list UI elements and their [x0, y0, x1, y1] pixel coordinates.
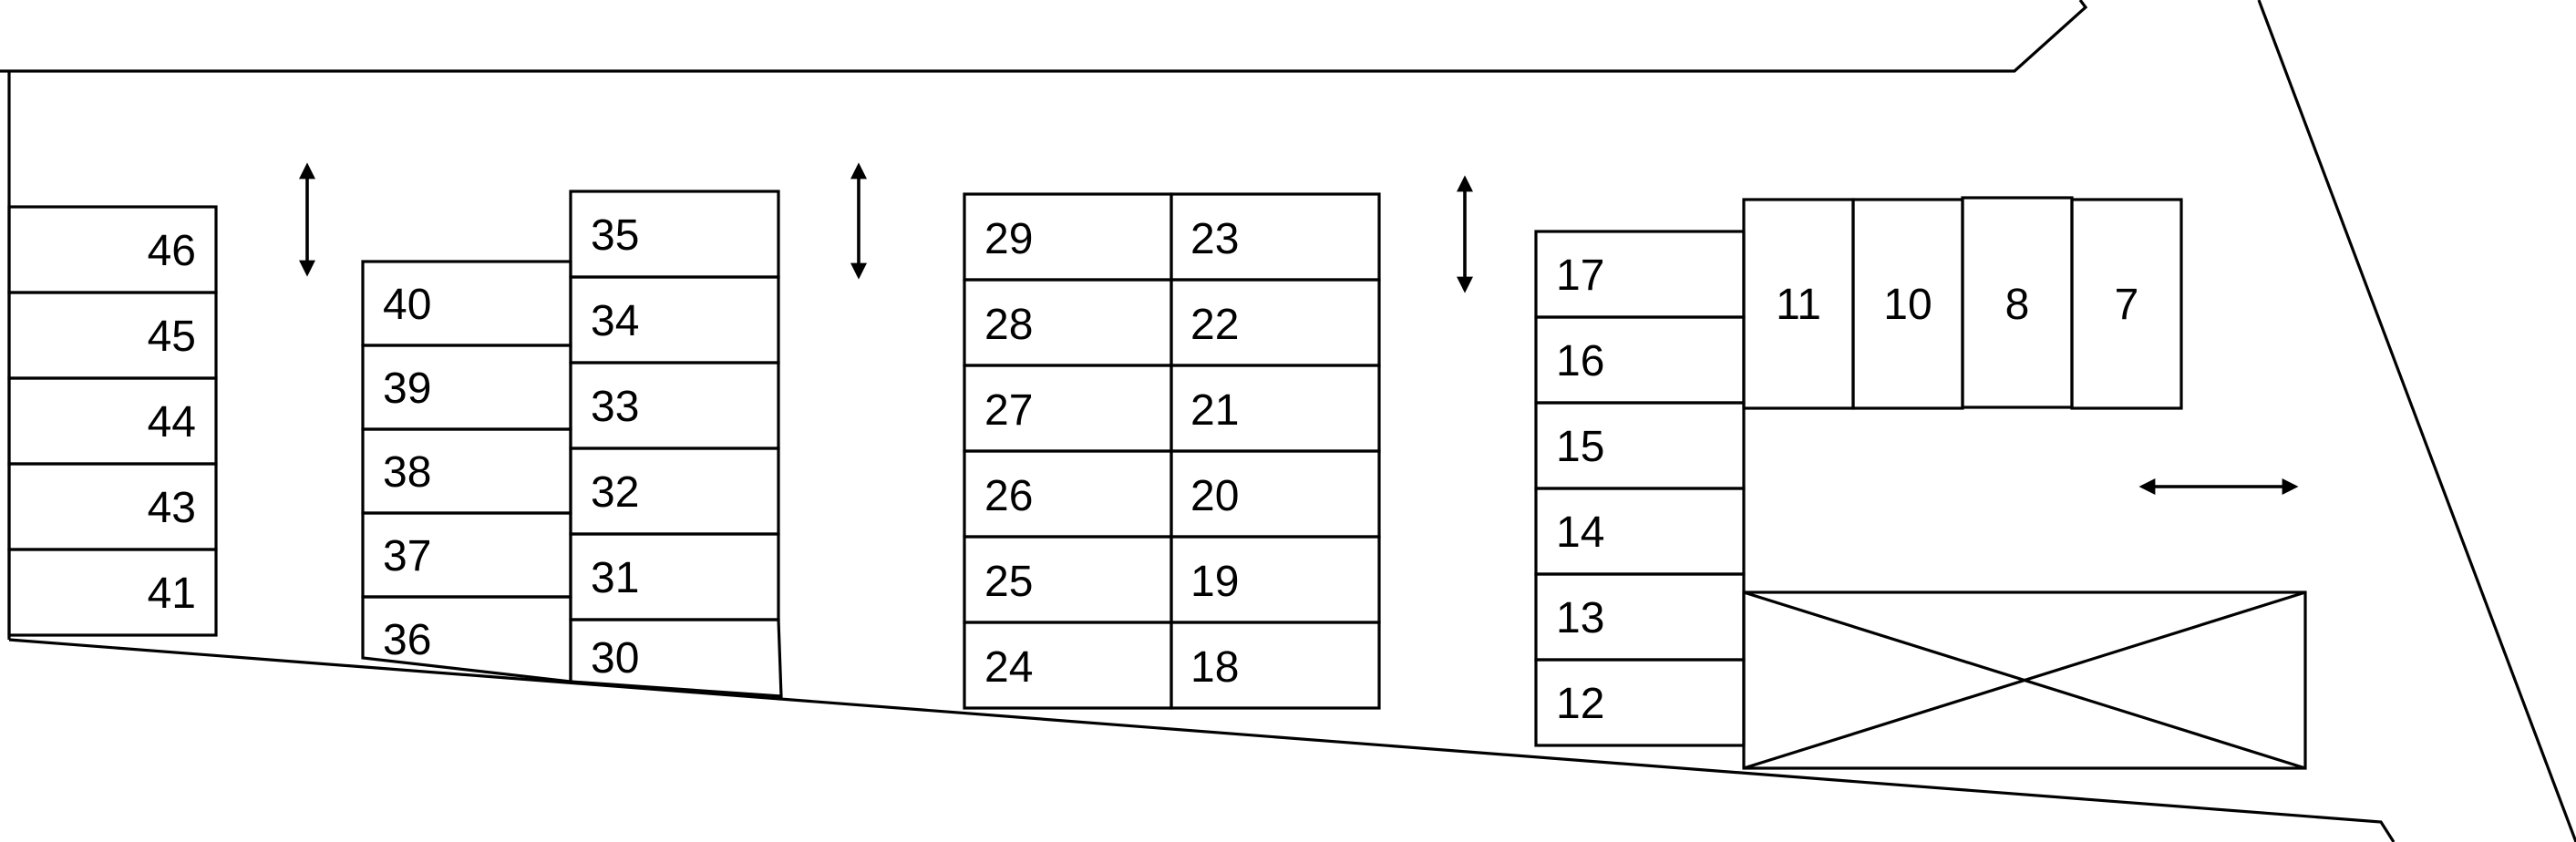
space-number: 25: [984, 558, 1033, 606]
space-column-17-12: 17 16 15 14 13 12: [1534, 230, 1746, 747]
parking-space: [569, 618, 783, 698]
parking-space: [7, 548, 218, 637]
space-number: 16: [1556, 337, 1604, 385]
space-number: 15: [1556, 423, 1604, 471]
space-number: 46: [148, 227, 196, 275]
space-number: 11: [1776, 281, 1821, 329]
space-number: 26: [984, 472, 1033, 520]
space-number: 21: [1190, 386, 1239, 435]
space-number: 37: [383, 532, 431, 580]
space-number: 30: [591, 634, 639, 683]
space-number: 12: [1556, 680, 1604, 728]
space-number: 8: [2005, 281, 2030, 329]
space-row-top-right: 11 10 8 7: [1742, 196, 2183, 410]
space-number: 18: [1190, 643, 1239, 692]
space-number: 13: [1556, 594, 1604, 642]
space-number: 28: [984, 301, 1033, 349]
space-column-40-36: 40 39 38 37 36: [361, 260, 572, 683]
space-number: 22: [1190, 301, 1239, 349]
space-number: 35: [591, 211, 639, 260]
space-number: 19: [1190, 558, 1239, 606]
space-number: 20: [1190, 472, 1239, 520]
space-number: 7: [2115, 281, 2139, 329]
space-number: 39: [383, 365, 431, 413]
space-number: 34: [591, 297, 639, 345]
space-number: 17: [1556, 252, 1604, 300]
space-column-35-30: 35 34 33 32 31 30: [569, 190, 783, 698]
space-column-23-18: 23 22 21 20 19 18: [1170, 192, 1381, 710]
space-number: 10: [1883, 281, 1932, 329]
space-number: 14: [1556, 508, 1604, 557]
space-number: 36: [383, 616, 431, 664]
space-number: 33: [591, 383, 639, 431]
space-column-29-24: 29 28 27 26 25 24: [963, 192, 1173, 710]
space-number: 43: [148, 484, 196, 532]
space-number: 32: [591, 468, 639, 517]
space-number: 31: [591, 554, 639, 602]
space-number: 24: [984, 643, 1033, 692]
parking-space: [2070, 198, 2183, 410]
parking-space: [1170, 621, 1381, 710]
crossed-out-area-icon: [1742, 590, 2307, 770]
space-number: 29: [984, 215, 1033, 263]
space-number: 41: [148, 570, 196, 618]
space-column-left: 46 45 44 43 41: [7, 205, 218, 637]
space-number: 44: [148, 398, 196, 447]
space-number: 27: [984, 386, 1033, 435]
space-number: 38: [383, 448, 431, 497]
space-number: 23: [1190, 215, 1239, 263]
space-number: 40: [383, 281, 431, 329]
space-number: 45: [148, 313, 196, 361]
